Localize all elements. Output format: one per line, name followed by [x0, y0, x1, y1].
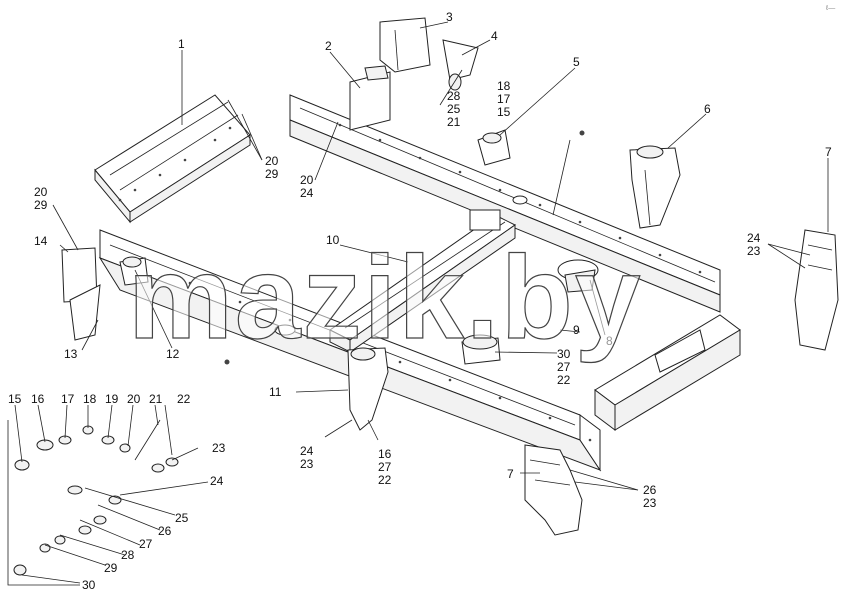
part-8-crossmember [594, 314, 741, 431]
kit-label-27: 27 [139, 537, 153, 551]
label-10: 10 [326, 233, 340, 247]
label-stack-24: 24 [300, 444, 314, 458]
corner-mark: ℓ— [825, 5, 835, 12]
part-4-bracket [442, 39, 479, 91]
label-1: 1 [178, 37, 185, 51]
part-7-bracket-lower [524, 444, 583, 536]
label-9: 9 [573, 323, 580, 337]
part-5-bracket [477, 129, 511, 166]
part-7-bracket-upper [794, 229, 839, 351]
kit-label-22: 22 [177, 392, 191, 406]
label-stack-26: 26 [643, 483, 657, 497]
kit-label-28: 28 [121, 548, 135, 562]
label-stack-23: 23 [643, 496, 657, 510]
label-stack-24: 24 [747, 231, 761, 245]
part-10-crossmember [329, 209, 516, 353]
fastener-kit [7, 419, 179, 586]
label-stack-29: 29 [265, 167, 279, 181]
label-stack-21: 21 [447, 115, 461, 129]
label-stack-23: 23 [300, 457, 314, 471]
label-11: 11 [269, 385, 282, 399]
label-stack-20: 20 [34, 185, 48, 199]
part-2-bracket [349, 65, 391, 131]
label-stack-17: 17 [497, 92, 511, 106]
kit-label-18: 18 [83, 392, 97, 406]
kit-label-23: 23 [212, 441, 226, 455]
leader-lines [14, 21, 829, 584]
label-stack-16: 16 [378, 447, 392, 461]
label-7-lower: 7 [507, 467, 514, 481]
kit-label-25: 25 [175, 511, 189, 525]
label-2: 2 [325, 39, 332, 53]
label-stack-27: 27 [557, 360, 571, 374]
part-6-spring-bracket [629, 145, 681, 229]
part-12-bracket [119, 256, 149, 286]
part-3-plate [379, 17, 431, 73]
kit-label-24: 24 [210, 474, 224, 488]
label-13: 13 [64, 347, 78, 361]
side-rail-upper [289, 94, 721, 313]
kit-label-17: 17 [61, 392, 75, 406]
part-11-spring-bracket [347, 347, 389, 431]
label-4: 4 [491, 29, 498, 43]
kit-label-29: 29 [104, 561, 118, 575]
label-stack-25: 25 [447, 102, 461, 116]
part-9-bracket [557, 259, 599, 293]
part-1-bracket [94, 94, 251, 224]
label-5: 5 [573, 55, 580, 69]
label-stack-30: 30 [557, 347, 571, 361]
label-stack-22: 22 [557, 373, 571, 387]
marker-dot [224, 359, 230, 365]
kit-label-20: 20 [127, 392, 141, 406]
label-14: 14 [34, 234, 48, 248]
kit-label-21: 21 [149, 392, 163, 406]
label-stack-20: 20 [300, 173, 314, 187]
part-13-bracket [69, 284, 101, 341]
label-stack-22: 22 [378, 473, 392, 487]
label-stack-29: 29 [34, 198, 48, 212]
kit-label-15: 15 [8, 392, 22, 406]
callout-labels: 1 2 3 4 5 6 7 7 8 9 10 11 12 13 14 20 29… [8, 10, 832, 592]
label-stack-20: 20 [265, 154, 279, 168]
kit-label-19: 19 [105, 392, 119, 406]
label-stack-23: 23 [747, 244, 761, 258]
kit-label-30: 30 [82, 578, 96, 592]
label-6: 6 [704, 102, 711, 116]
label-stack-24: 24 [300, 186, 314, 200]
label-stack-27: 27 [378, 460, 392, 474]
label-stack-18: 18 [497, 79, 511, 93]
label-stack-15: 15 [497, 105, 511, 119]
label-12: 12 [166, 347, 180, 361]
marker-dot [579, 130, 585, 136]
label-stack-28: 28 [447, 89, 461, 103]
kit-label-26: 26 [158, 524, 172, 538]
kit-label-16: 16 [31, 392, 45, 406]
part-30-mount [461, 334, 501, 365]
label-8: 8 [606, 334, 613, 348]
label-7-upper: 7 [825, 145, 832, 159]
label-3: 3 [446, 10, 453, 24]
watermark-text: mazik.by [128, 232, 642, 364]
